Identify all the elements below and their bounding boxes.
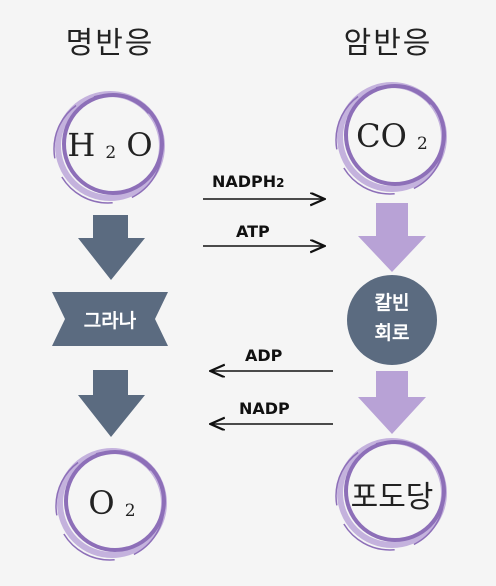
atp-label: ATP — [236, 222, 270, 241]
down-arrow-co2-to-calvin — [358, 203, 426, 272]
calvin-label-line2: 회로 — [374, 322, 410, 344]
grana-label: 그라나 — [83, 310, 137, 332]
down-arrow-h2o-to-grana — [78, 215, 145, 280]
grana-banner — [52, 292, 168, 346]
co2-label: CO 2 — [356, 117, 428, 155]
nadp-label: NADP — [239, 399, 290, 418]
calvin-cycle-node — [347, 275, 437, 365]
dark-reaction-title: 암반응 — [343, 26, 433, 61]
co2-circle — [335, 82, 447, 195]
down-arrow-calvin-to-glucose — [358, 371, 426, 434]
o2-circle — [55, 448, 167, 561]
h2o-circle — [53, 91, 165, 204]
nadph-label: NADPH2 — [212, 172, 285, 191]
glucose-circle — [335, 438, 447, 551]
glucose-label: 포도당 — [350, 480, 434, 515]
calvin-label-line1: 칼빈 — [374, 292, 410, 314]
adp-label: ADP — [245, 346, 283, 365]
h2o-label: H 2 O — [67, 126, 153, 164]
o2-label: O 2 — [88, 484, 136, 522]
down-arrow-grana-to-o2 — [78, 370, 145, 437]
light-reaction-title: 명반응 — [65, 26, 155, 61]
